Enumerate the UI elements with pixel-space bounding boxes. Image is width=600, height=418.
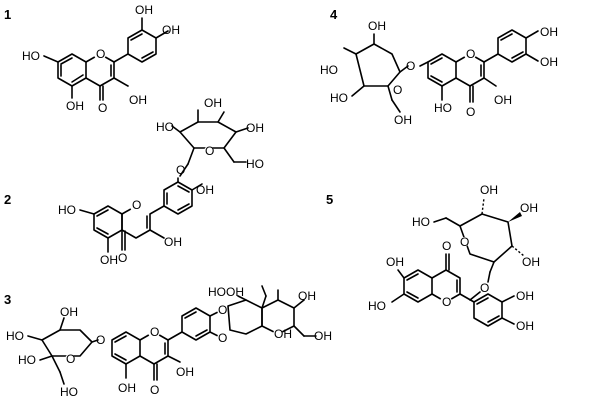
atom-label: OH	[520, 201, 538, 215]
atom-label: O	[150, 383, 159, 397]
atom-label: O	[132, 198, 141, 212]
atom-label: O	[205, 144, 214, 158]
compound-3: 3 O HO OH HO HO O O OH O OH O O OH HO OH…	[4, 285, 332, 399]
atom-label: HO	[22, 49, 40, 63]
atom-label: OH	[540, 25, 558, 39]
atom-label: O	[218, 303, 227, 317]
atom-label: OH	[246, 121, 264, 135]
atom-label: OH	[60, 305, 78, 319]
atom-label: OH	[522, 255, 540, 269]
atom-label: OH	[129, 93, 147, 107]
atom-label: HO	[208, 285, 226, 299]
compound-number: 5	[326, 192, 333, 207]
atom-label: HO	[434, 101, 452, 115]
atom-label: OH	[368, 19, 386, 33]
compound-number: 1	[4, 7, 11, 22]
atom-label: OH	[135, 3, 153, 17]
compound-number: 3	[4, 292, 11, 307]
atom-label: O	[218, 331, 227, 345]
atom-label: OH	[100, 253, 118, 267]
atom-label: O	[442, 295, 451, 309]
atom-label: OH	[176, 365, 194, 379]
compound-1: 1 O OH OH HO O OH OH	[4, 3, 180, 115]
atom-label: O	[176, 163, 185, 177]
atom-label: O	[460, 235, 469, 249]
atom-label: OH	[164, 235, 182, 249]
atom-label: OH	[540, 55, 558, 69]
compound-2: 2 O HO OH OH HO O OH O HO OH OH O	[4, 96, 264, 267]
compound-5: 5 O HO OH OH OH O OH HO O O OH OH	[326, 183, 540, 333]
compound-number: 2	[4, 192, 11, 207]
atom-label: O	[98, 101, 107, 115]
atom-label: OH	[196, 183, 214, 197]
atom-label: HO	[58, 203, 76, 217]
atom-label: O	[442, 239, 451, 253]
atom-label: O	[406, 59, 415, 73]
atom-label: OH	[118, 381, 136, 395]
atom-label: OH	[516, 289, 534, 303]
atom-label: OH	[386, 255, 404, 269]
atom-label: HO	[156, 120, 174, 134]
atom-label: OH	[274, 327, 292, 341]
atom-label: O	[96, 333, 105, 347]
atom-label: O	[118, 251, 127, 265]
atom-label: HO	[246, 157, 264, 171]
atom-label: OH	[394, 113, 412, 127]
atom-label: HO	[60, 385, 78, 399]
atom-label: OH	[314, 329, 332, 343]
atom-label: OH	[494, 93, 512, 107]
compound-4: 4 O HO OH HO OH O O HO O OH OH OH	[320, 7, 558, 127]
atom-label: OH	[298, 289, 316, 303]
atom-label: HO	[330, 91, 348, 105]
atom-label: O	[66, 352, 75, 366]
atom-label: O	[96, 47, 105, 61]
atom-label: HO	[412, 215, 430, 229]
atom-label: O	[466, 47, 475, 61]
atom-label: OH	[204, 96, 222, 110]
atom-label: HO	[368, 299, 386, 313]
atom-label: HO	[18, 353, 36, 367]
atom-label: OH	[226, 285, 244, 299]
atom-label: OH	[480, 183, 498, 197]
atom-label: O	[150, 325, 159, 339]
atom-label: HO	[320, 63, 338, 77]
compound-number: 4	[330, 7, 338, 22]
atom-label: O	[393, 83, 402, 97]
atom-label: OH	[162, 23, 180, 37]
atom-label: OH	[516, 319, 534, 333]
atom-label: O	[480, 281, 489, 295]
atom-label: OH	[66, 99, 84, 113]
atom-label: O	[466, 105, 475, 119]
atom-label: HO	[6, 329, 24, 343]
